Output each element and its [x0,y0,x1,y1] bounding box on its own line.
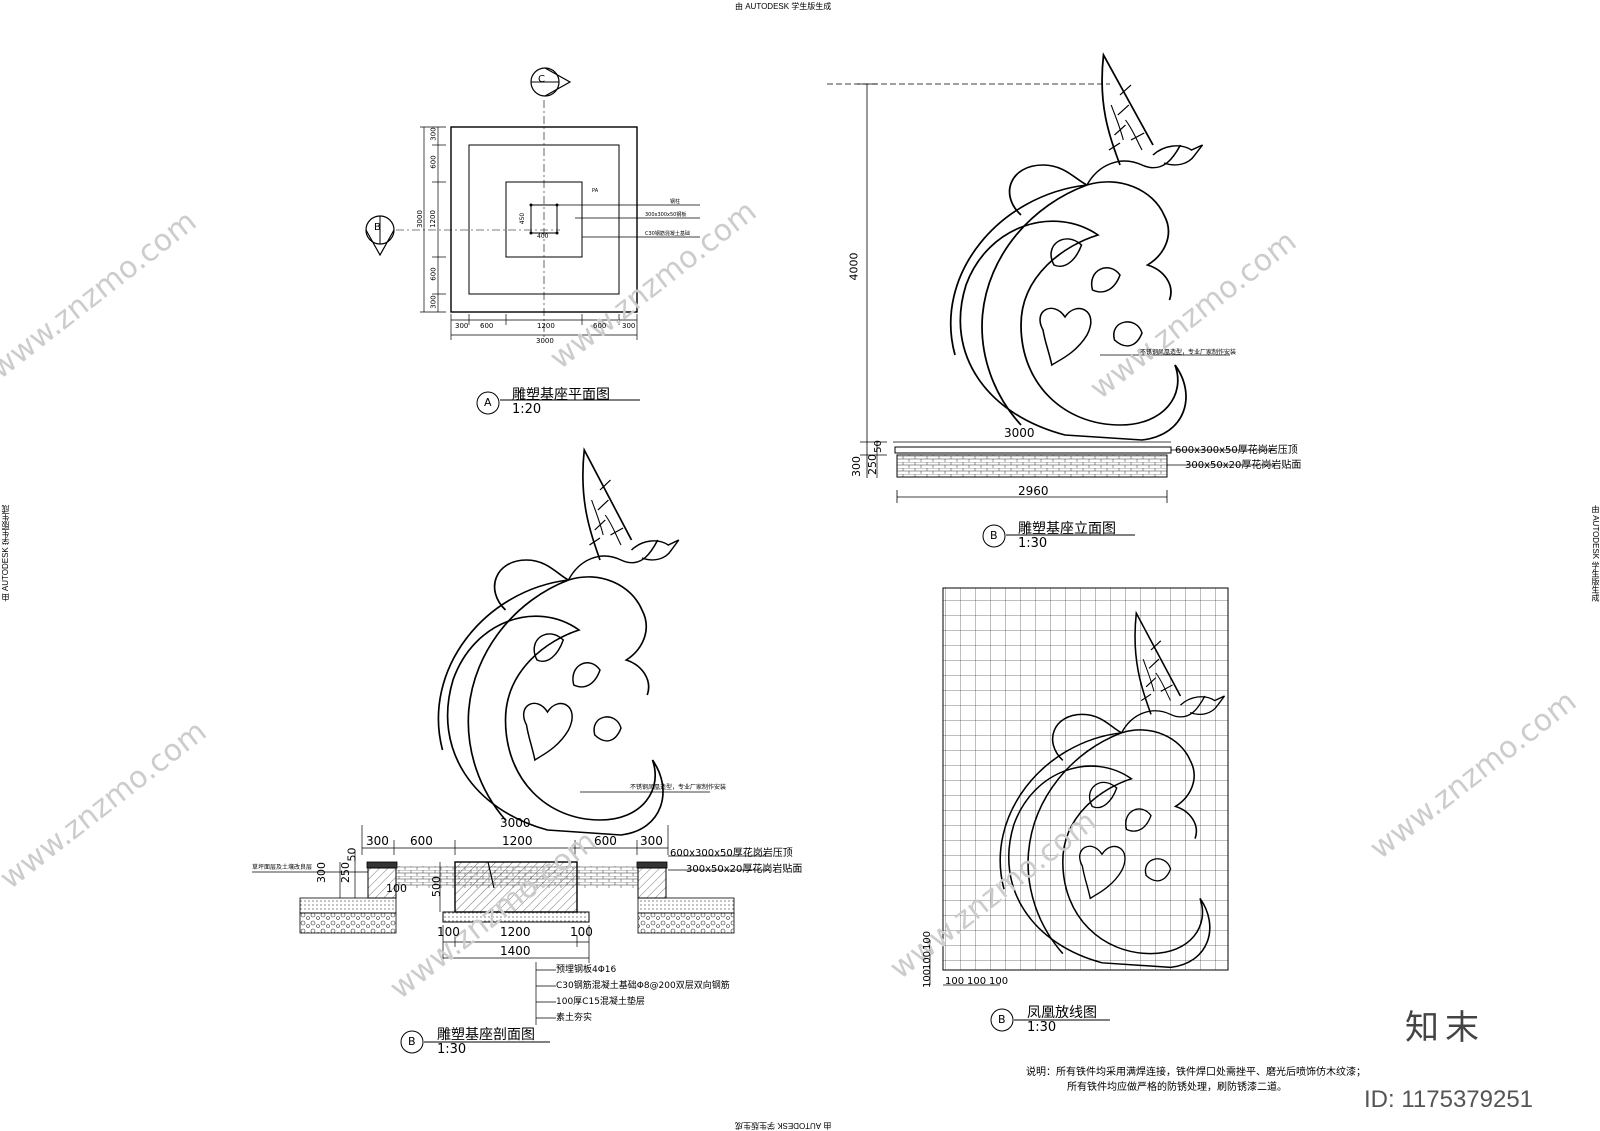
plan-dim-total: 3000 [536,337,554,345]
plan-view [365,67,700,415]
plan-dim-l5: 300 [429,295,438,309]
sec-title: 雕塑基座剖面图 [437,1027,535,1043]
sec-top-total: 3000 [500,816,531,830]
plan-leader-2: 300x300x50钢板 [645,212,687,218]
plan-dim-l2: 600 [429,155,438,169]
notes-line-1: 说明：所有铁件均采用满焊连接，铁件焊口处需挫平、磨光后喷饰仿木纹漆； [1026,1067,1366,1078]
plan-inner-dim-2: 400 [537,233,549,240]
sec-dim-t4: 600 [594,834,617,848]
sec-label-b2: C30钢筋混凝土基础Φ8@200双层双向钢筋 [556,981,730,991]
plan-dim-l4: 600 [429,267,438,281]
sec-label-facing: 300x50x20厚花岗岩贴面 [686,864,803,875]
elev-bottom-width: 2960 [1018,484,1049,498]
plan-dim-l3: 1200 [428,210,437,228]
sec-base-dim-1: 100 [437,925,460,939]
plan-dim-left-total: 3000 [415,210,424,228]
elev-index: B [990,529,998,542]
elev-label-facing: 300x50x20厚花岗岩贴面 [1185,460,1302,471]
sec-scale: 1:30 [437,1042,467,1057]
sec-label-b1: 预埋钢板4Φ16 [556,965,617,975]
watermark-site-7: www.znzmo.com [1363,684,1583,866]
elev-height: 4000 [847,252,861,281]
section-marker-b [365,215,395,257]
plan-pa-label: PA [592,188,599,194]
sec-dim-t2: 600 [410,834,433,848]
sec-dim-t3: 1200 [502,834,533,848]
plan-title: 雕塑基座平面图 [512,387,610,403]
marker-b-letter: B [374,222,381,233]
elevation-view [827,54,1275,548]
elev-title: 雕塑基座立面图 [1018,521,1116,537]
grid-scale: 1:30 [1027,1020,1057,1035]
sec-label-b3: 100厚C15混凝土垫层 [556,997,645,1007]
sec-dim-t5: 300 [640,834,663,848]
section-view [252,449,770,1054]
elev-base-width: 3000 [1004,426,1035,440]
plan-dim-b1: 300 [455,322,469,330]
sec-base-dim-3: 100 [570,925,593,939]
grid-title: 凤凰放线图 [1027,1005,1097,1021]
grid-dim-l1: 100 [922,930,934,951]
grid-dim-l3: 100 [922,968,934,989]
sec-index: B [408,1035,416,1048]
sec-dim-100: 100 [386,882,407,895]
plan-dim-b3: 1200 [537,322,555,330]
watermark-id: ID: 1175379251 [1364,1086,1534,1113]
notes-line-2: 所有铁件均应做严格的防锈处理，刷防锈漆二道。 [1067,1082,1287,1093]
marker-c-letter: C [538,74,545,85]
elev-dim-50: 50 [872,440,884,453]
plan-leader-1: 钢柱 [670,199,681,205]
elev-dim-250: 250 [866,454,879,475]
autodesk-stamp-right: 由 AUTODESK 学生版生成 [1591,505,1600,602]
watermark-brand: 知末 [1405,1008,1485,1048]
grid-dim-b1: 100 [945,976,965,987]
watermark-site-2: www.znzmo.com [543,194,763,376]
plan-leader-3: C30钢筋混凝土基础 [645,231,690,237]
phoenix-grid-view [929,587,1229,1032]
grid-index: B [998,1013,1006,1026]
watermark-site-4: www.znzmo.com [0,714,213,896]
sec-label-b4: 素土夯实 [556,1013,593,1023]
watermark-layer: www.znzmo.com www.znzmo.com www.znzmo.co… [0,194,1583,1006]
watermark-site-3: www.znzmo.com [1083,224,1303,406]
grid-dim-b3: 100 [989,976,1009,987]
sec-sculpture-note: 不锈钢凤凰造型，专业厂家制作安装 [630,784,727,791]
plan-dim-b4: 600 [593,322,607,330]
plan-dim-b2: 600 [480,322,494,330]
plan-dim-b5: 300 [622,322,636,330]
plan-scale: 1:20 [512,402,542,417]
plan-index: A [484,396,492,409]
plan-inner-dim-1: 450 [519,212,527,225]
sec-base-dim-2: 1200 [500,925,531,939]
autodesk-stamp-top: 由 AUTODESK 学生版生成 [735,2,832,11]
section-marker-c [530,67,572,97]
elev-dim-300: 300 [850,456,863,477]
sec-dim-500: 500 [430,876,443,897]
grid-dim-l2: 100 [922,950,934,971]
sec-label-left: 草坪面层及土壤改良层 [252,864,313,871]
sec-dim-300: 300 [315,862,328,883]
sec-dim-250: 250 [339,862,352,883]
plan-dim-l1: 300 [429,127,438,141]
sec-label-cap: 600x300x50厚花岗岩压顶 [670,848,793,859]
sec-dim-50: 50 [345,847,359,862]
sec-base-total: 1400 [500,944,531,958]
elev-sculpture-note: 不锈钢凤凰造型，专业厂家制作安装 [1140,349,1237,356]
elev-scale: 1:30 [1018,536,1048,551]
sec-dim-t1: 300 [366,834,389,848]
watermark-site-1: www.znzmo.com [0,204,203,386]
elev-label-cap: 600x300x50厚花岗岩压顶 [1175,445,1298,456]
grid-dim-b2: 100 [967,976,987,987]
